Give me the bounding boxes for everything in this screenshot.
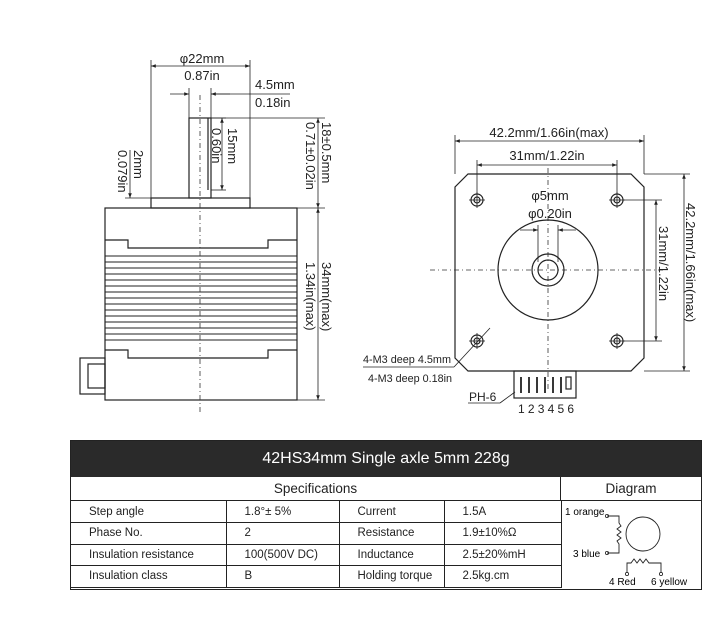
spec-value: 2 [226,522,340,545]
shaft-diameter-mm: φ22mm [180,51,225,66]
table-row: Insulation class B Holding torque 2.5kg.… [71,565,562,588]
flat-length-in: 0.60in [209,128,224,163]
table-row: Insulation resistance 100(500V DC) Induc… [71,544,562,566]
spec-value: 2.5±20%mH [444,544,562,566]
spec-key: Insulation resistance [71,544,227,566]
boss-height-mm: 2mm [131,150,146,179]
spec-value: 2.5kg.cm [444,565,562,588]
spec-key: Insulation class [71,565,227,588]
shaft-diameter-in: 0.87in [184,68,219,83]
thread-mm-callout: 4-M3 deep 4.5mm [363,354,451,366]
spec-key: Step angle [71,501,227,523]
dimension-drawing: φ22mm 0.87in 4.5mm 0.18in 15mm 0.60in 2m… [79,51,698,416]
hole-spacing-side-label: 31mm/1.22in [656,226,671,301]
shaft-length-in: 0.71±0.02in [303,122,318,190]
end-shaft-mm: φ5mm [531,188,568,203]
flat-width-mm: 4.5mm [255,77,295,92]
wiring-diagram: 1 orange 3 blue 4 Red 6 yellow [565,507,688,588]
wire-1-label: 1 orange [565,507,605,518]
shaft [188,117,212,199]
connector-housing [79,357,106,395]
connector-pins [520,377,562,393]
spec-value: 1.5A [444,501,562,523]
pilot-boss [150,197,251,209]
spec-key: Inductance [339,544,445,566]
diagram-header: Diagram [561,477,701,501]
spec-value: 1.9±10%Ω [444,522,562,545]
spec-value: B [226,565,340,588]
wire-4-label: 4 Red [609,577,636,588]
ph6-connector [513,370,577,399]
spec-key: Current [339,501,445,523]
front-view: φ22mm 0.87in 4.5mm 0.18in 15mm 0.60in 2m… [79,51,334,415]
spec-value: 1.8°± 5% [226,501,340,523]
flat-length-mm: 15mm [225,128,240,164]
specifications-header: Specifications [71,477,561,501]
spec-rows: Step angle 1.8°± 5% Current 1.5A Phase N… [71,501,562,588]
end-shaft-in: φ0.20in [528,206,572,221]
flange-outline [454,173,645,372]
table-row: Phase No. 2 Resistance 1.9±10%Ω [71,522,562,545]
spec-key: Phase No. [71,522,227,545]
body-length-mm: 34mm(max) [319,262,334,331]
end-width-label: 42.2mm/1.66in(max) [489,125,608,140]
hole-spacing-top-label: 31mm/1.22in [509,148,584,163]
boss-height-in: 0.079in [115,150,130,193]
end-view: 42.2mm/1.66in(max) 31mm/1.22in φ5mm φ0.2… [363,125,698,416]
thread-in-callout: 4-M3 deep 0.18in [368,373,452,385]
wire-6-label: 6 yellow [651,577,688,588]
spec-table: 42HS34mm Single axle 5mm 228g Specificat… [70,440,702,590]
cooling-fins [105,255,297,341]
body-length-in: 1.34in(max) [303,262,318,331]
spec-key: Resistance [339,522,445,545]
model-title: 42HS34mm Single axle 5mm 228g [71,441,701,477]
flat-width-in: 0.18in [255,95,290,110]
pin-numbers: 123456 [518,402,574,416]
end-height-label: 42.2mm/1.66in(max) [683,203,698,322]
motor-symbol [625,516,661,552]
pilot-boss-circle [497,219,599,321]
shaft-length-mm: 18±0.5mm [319,122,334,183]
spec-key: Holding torque [339,565,445,588]
connector-label: PH-6 [469,390,497,404]
wire-3-label: 3 blue [573,549,601,560]
table-row: Step angle 1.8°± 5% Current 1.5A [71,501,562,523]
spec-value: 100(500V DC) [226,544,340,566]
